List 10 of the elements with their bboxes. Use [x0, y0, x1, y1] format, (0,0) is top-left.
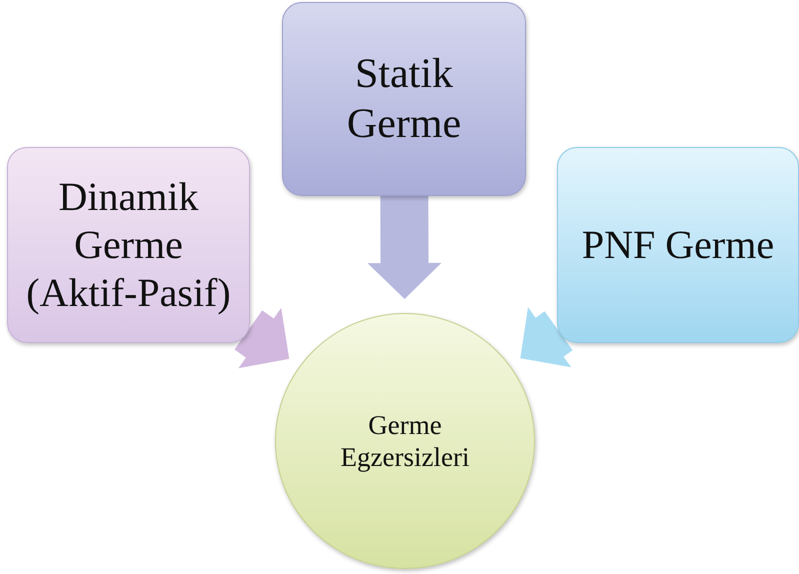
node-label: PNF Germe	[582, 221, 774, 269]
process-box	[557, 147, 799, 343]
node-label: Dinamik Germe (Aktif-Pasif)	[25, 173, 232, 317]
node-label: Germe Egzersizleri	[340, 408, 470, 474]
process-box	[282, 2, 526, 196]
process-box	[7, 147, 250, 343]
block-arrow	[520, 307, 573, 368]
block-arrow	[368, 194, 442, 299]
node-label: Statik Germe	[346, 50, 462, 149]
block-arrow	[234, 308, 290, 368]
